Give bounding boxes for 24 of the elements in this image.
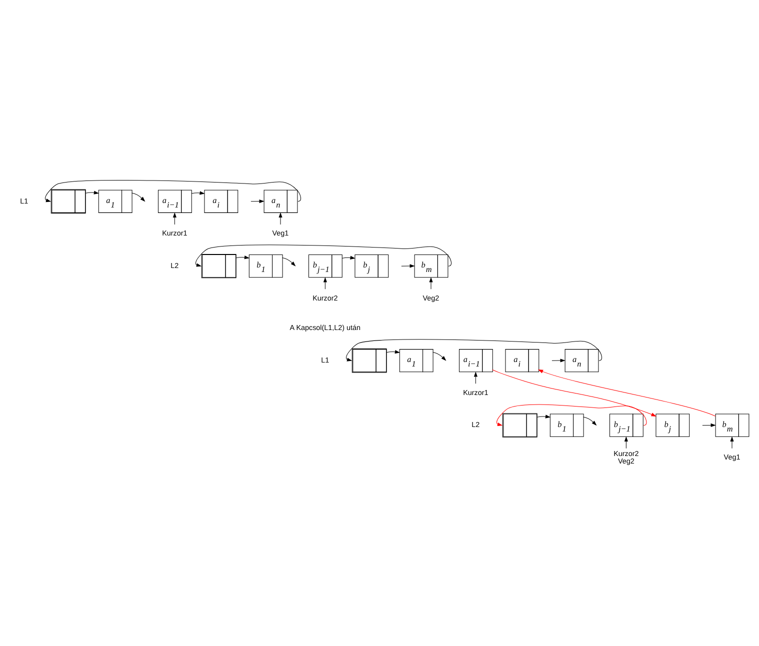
- arrow: [236, 255, 250, 259]
- arrow: [624, 436, 628, 448]
- arrow: [401, 264, 415, 268]
- arrow: [282, 257, 296, 266]
- arrow: [278, 212, 282, 224]
- arrow: [492, 369, 656, 416]
- arrow: [474, 371, 478, 384]
- arrow: [85, 190, 100, 194]
- arrow: [172, 212, 176, 224]
- arrow: [496, 404, 647, 426]
- arrow: [583, 416, 597, 426]
- arrow: [730, 436, 734, 448]
- arrow: [538, 369, 716, 416]
- arrow: [386, 350, 400, 354]
- arrow: [346, 338, 602, 361]
- arrow: [196, 244, 452, 266]
- arrow: [323, 276, 327, 289]
- arrow: [552, 358, 566, 362]
- arrow: [342, 255, 356, 259]
- arrow: [132, 192, 146, 202]
- arrow: [432, 352, 446, 360]
- arrow: [536, 414, 551, 418]
- arrow: [429, 276, 433, 289]
- arrow: [191, 190, 205, 194]
